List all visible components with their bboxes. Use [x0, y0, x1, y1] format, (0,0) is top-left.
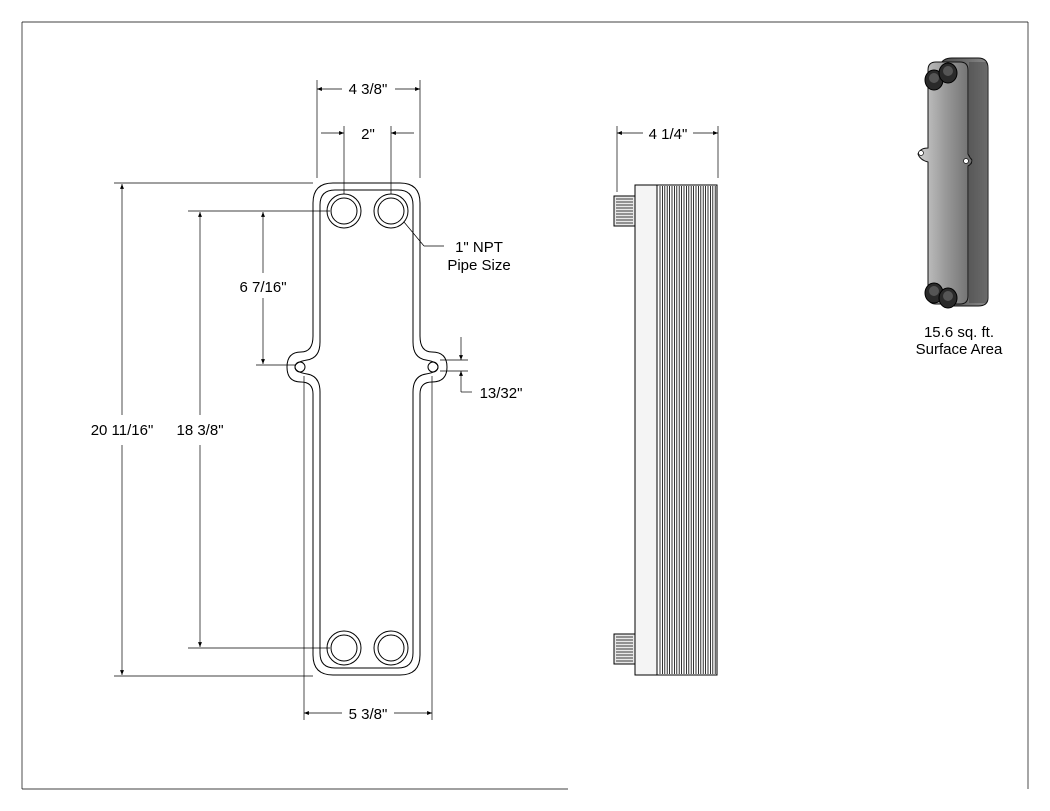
dim-port-spacing: 2"	[321, 126, 414, 194]
dim-port-center-height: 18 3/8"	[176, 210, 330, 649]
caption-line1: 15.6 sq. ft.	[924, 324, 994, 341]
callout-line1: 1" NPT	[455, 239, 503, 256]
dim-overall-height: 20 11/16"	[91, 182, 313, 677]
label-port-spacing: 2"	[361, 126, 375, 143]
label-port-to-tab: 6 7/16"	[239, 279, 286, 296]
product-render	[917, 57, 989, 309]
label-tab-span: 5 3/8"	[349, 706, 388, 723]
label-overall-width: 4 3/8"	[349, 81, 388, 98]
dim-tab-span: 5 3/8"	[303, 376, 433, 723]
front-view-ports	[326, 193, 409, 666]
port-top-left	[326, 193, 362, 229]
dim-tab-width: 13/32"	[440, 337, 522, 402]
label-tab-width: 13/32"	[480, 385, 523, 402]
label-side-depth: 4 1/4"	[649, 126, 688, 143]
port-bottom-left	[326, 630, 362, 666]
caption-line2: Surface Area	[916, 341, 1003, 358]
dim-overall-width: 4 3/8"	[316, 80, 421, 178]
front-view-plate	[286, 182, 448, 676]
callout-line2: Pipe Size	[447, 257, 510, 274]
label-port-center-height: 18 3/8"	[176, 422, 223, 439]
dim-side-depth: 4 1/4"	[616, 126, 719, 192]
pipe-size-callout: 1" NPT Pipe Size	[403, 221, 511, 274]
port-bottom-right	[373, 630, 409, 666]
surface-area-caption: 15.6 sq. ft. Surface Area	[916, 324, 1003, 358]
label-overall-height: 20 11/16"	[91, 422, 154, 439]
dim-port-to-tab: 6 7/16"	[239, 212, 296, 366]
drawing-frame	[21, 21, 1029, 790]
port-top-right	[373, 193, 409, 229]
side-view	[613, 184, 718, 676]
